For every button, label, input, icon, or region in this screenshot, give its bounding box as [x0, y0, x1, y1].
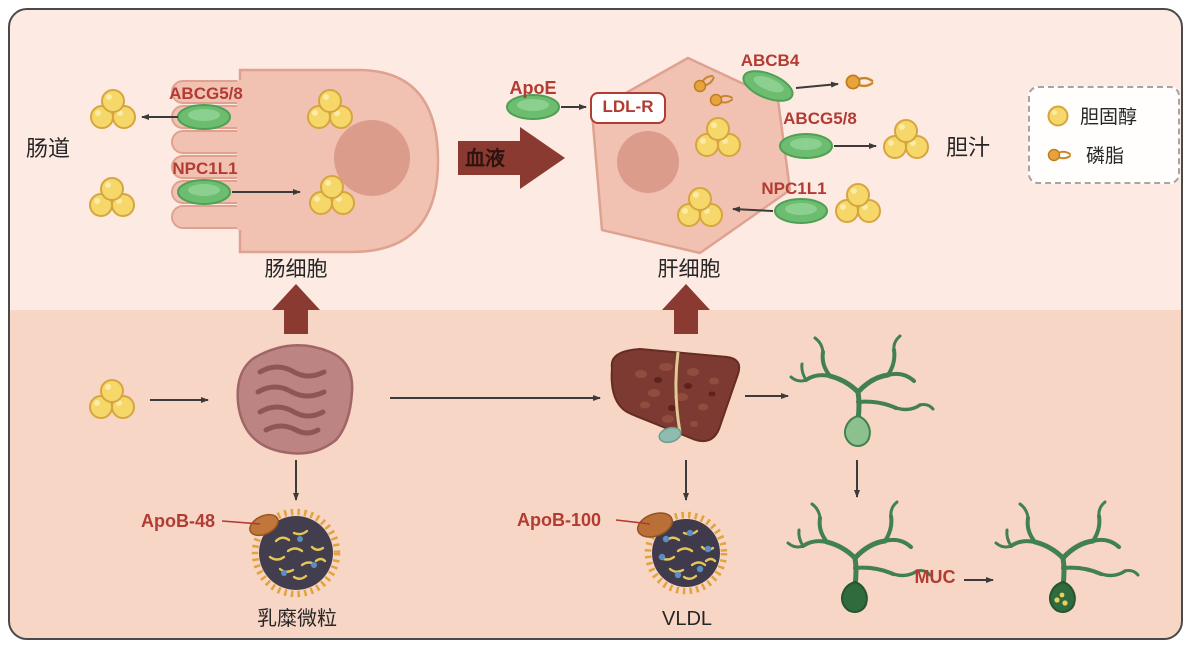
hepatocyte-abcg58-label: ABCG5/8 [783, 109, 857, 128]
apob100-protein [636, 512, 674, 538]
cholesterol-icon [1047, 105, 1069, 126]
bile-label: 胆汁 [946, 135, 991, 160]
legend-cholesterol-label: 胆固醇 [1080, 107, 1138, 128]
abcg58-transporter [177, 104, 231, 130]
enterocyte-transport [90, 90, 354, 216]
npc1l1-transporter [774, 198, 828, 224]
enterocyte-label: 肠细胞 [264, 258, 328, 281]
hepatocyte-transport [732, 64, 928, 224]
intestine-to-enterocyte-arrow [272, 284, 320, 334]
ldlr-badge: LDL-R [590, 92, 666, 124]
blood-label: 血液 [465, 148, 505, 170]
intestine-illustration [236, 344, 354, 455]
gallstones-icon [1054, 592, 1068, 606]
legend-phospholipid-row: 磷脂 [1046, 141, 1162, 168]
npc1l1-transporter [177, 179, 231, 205]
chylomicron-particle [249, 508, 341, 598]
enterocyte-abcg58-label: ABCG5/8 [169, 84, 243, 103]
intestine-lumen-label: 肠道 [26, 136, 71, 161]
liver-to-hepatocyte-arrow [662, 284, 710, 334]
bottom-flow [90, 380, 994, 583]
enterocyte-npc1l1-label: NPC1L1 [172, 159, 238, 178]
hepatocyte-label: 肝细胞 [657, 258, 721, 281]
abcg58-transporter [779, 133, 833, 159]
vldl-particle [636, 511, 728, 595]
bile-duct-tree-3 [996, 502, 1138, 614]
hepatocyte-nucleus [617, 131, 679, 193]
apoe-label: ApoE [509, 78, 557, 98]
apob100-pointer-line [615, 519, 651, 525]
legend-phospholipid-label: 磷脂 [1086, 146, 1125, 167]
liver-illustration [610, 347, 741, 444]
enterocyte-nucleus [334, 120, 410, 196]
gallbladder-icon [840, 581, 868, 614]
enterocyte-cell [171, 68, 440, 254]
apob48-protein [249, 513, 279, 537]
apob100-label: ApoB-100 [516, 510, 601, 530]
chylomicron-label: 乳糜微粒 [257, 608, 337, 630]
apob48-label: ApoB-48 [140, 511, 215, 531]
blood-flow-arrow [458, 127, 565, 189]
apoe-particle [506, 94, 587, 120]
legend-cholesterol-row: 胆固醇 [1046, 102, 1162, 129]
vldl-label: VLDL [661, 608, 713, 630]
phospholipid-icon [1047, 148, 1071, 161]
muc-label: MUC [914, 567, 956, 587]
hepatocyte-abcb4-label: ABCB4 [740, 51, 800, 70]
apob48-pointer-line [221, 520, 261, 525]
legend: 胆固醇 磷脂 [1028, 86, 1180, 184]
gallbladder-icon [843, 415, 871, 448]
hepatocyte-npc1l1-label: NPC1L1 [761, 179, 827, 198]
gallbladder-icon [658, 426, 682, 444]
